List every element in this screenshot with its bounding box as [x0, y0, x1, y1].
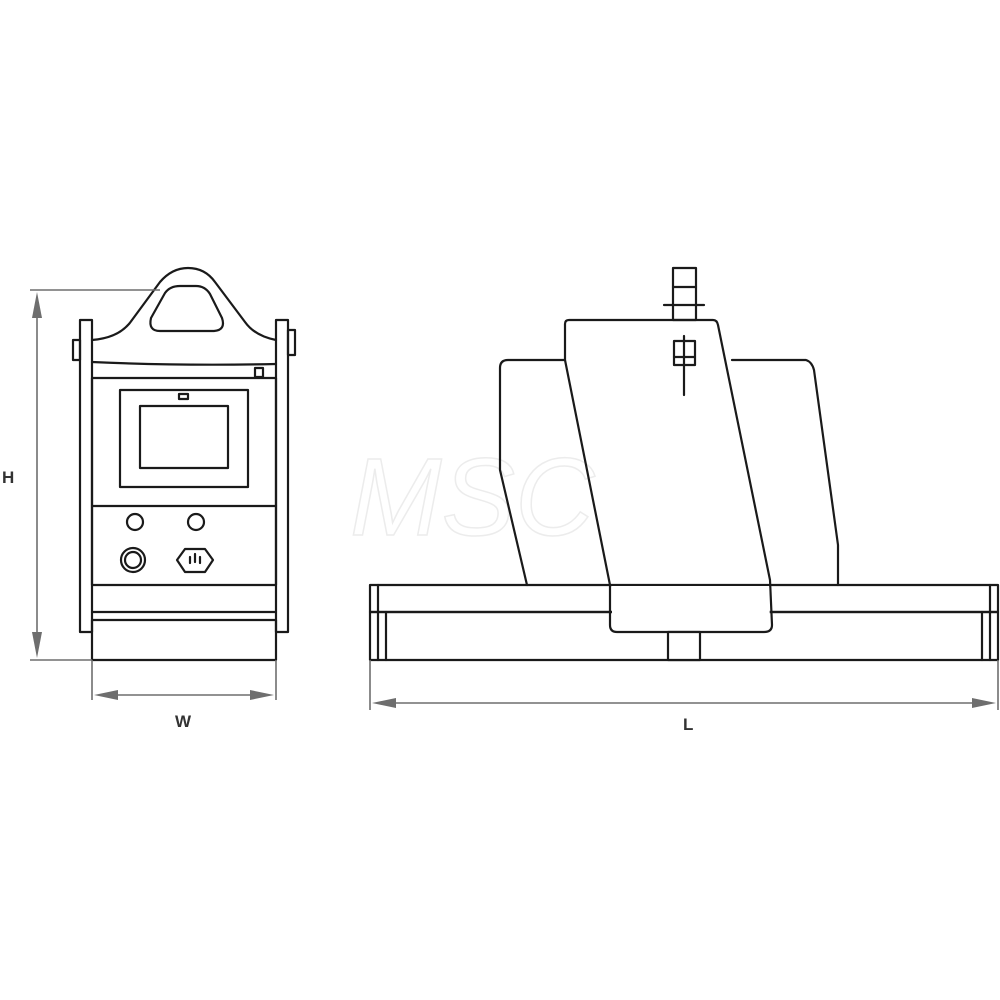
lifting-stem: [671, 266, 698, 322]
length-label: L: [683, 715, 694, 734]
right-side-post: [274, 318, 290, 634]
handle-hole: [149, 284, 225, 333]
side-view: [368, 266, 1000, 662]
lifting-handle: [90, 266, 278, 342]
button-left: [125, 512, 145, 532]
width-label: W: [175, 712, 192, 731]
arrow-up-icon: [32, 292, 42, 318]
arrow-left-icon: [94, 690, 118, 700]
right-post-tab: [286, 328, 297, 357]
center-post: [666, 630, 702, 662]
arrow-right-icon: [250, 690, 274, 700]
height-label: H: [2, 468, 15, 487]
button-right: [186, 512, 206, 532]
arrow-right-icon: [972, 698, 996, 708]
arrow-left-icon: [372, 698, 396, 708]
height-dimension: [30, 289, 160, 661]
handle-base: [90, 360, 278, 366]
display-screen: [138, 404, 230, 470]
control-body: [90, 376, 278, 587]
watermark: MSC: [350, 436, 596, 559]
right-wing: [730, 358, 840, 587]
rotary-knob: [119, 546, 147, 574]
rotary-knob-inner: [123, 550, 143, 570]
power-socket-icon: [175, 547, 215, 574]
width-dimension: [91, 660, 277, 700]
indicator-light: [253, 366, 265, 379]
front-view: [71, 266, 297, 662]
left-wing: [498, 358, 567, 587]
housing-overlay: [612, 586, 770, 624]
magnet-base: [90, 618, 278, 662]
status-led: [177, 392, 190, 401]
screen-frame: [118, 388, 250, 489]
left-post-tab: [71, 338, 82, 362]
length-dimension: [369, 660, 999, 710]
arrow-down-icon: [32, 632, 42, 658]
left-side-post: [78, 318, 94, 634]
